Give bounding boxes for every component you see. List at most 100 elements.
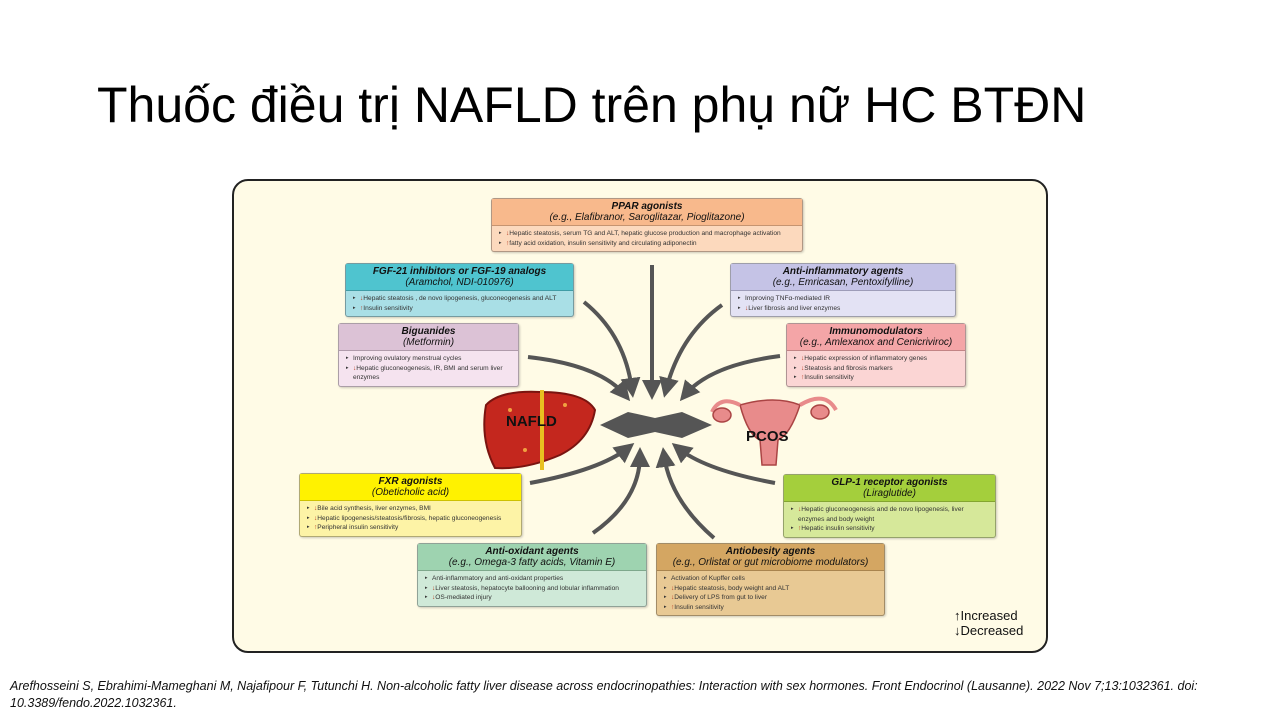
box-subtitle: (e.g., Emricasan, Pentoxifylline)	[772, 277, 914, 288]
box-subtitle: (Liraglutide)	[863, 488, 916, 499]
box-subtitle: (Metformin)	[402, 337, 455, 348]
box-subtitle: (Aramchol, NDI-010976)	[405, 277, 514, 288]
item-text: Bile acid synthesis, liver enzymes, BMI	[317, 505, 431, 512]
item-text: Improving TNFα-mediated IR	[745, 295, 831, 302]
item-text: Hepatic insulin sensitivity	[801, 525, 875, 532]
effect-mark: ↓	[801, 355, 805, 362]
list-item: Improving TNFα-mediated IR	[738, 294, 949, 304]
effect-mark: ↓	[671, 594, 675, 601]
effect-mark: ↑	[314, 524, 318, 531]
box-subtitle: (e.g., Orlistat or gut microbiome modula…	[672, 557, 869, 568]
legend-increased: ↑Increased	[954, 608, 1018, 623]
legend-decreased: ↓Decreased	[954, 623, 1024, 638]
effect-mark: ↓	[506, 230, 510, 237]
box-title: Immunomodulators	[829, 326, 923, 337]
box-header: Anti-inflammatory agents(e.g., Emricasan…	[731, 264, 955, 291]
box-header: Immunomodulators(e.g., Amlexanox and Cen…	[787, 324, 965, 351]
item-text: Hepatic steatosis , de novo lipogenesis,…	[363, 295, 557, 302]
list-item: Anti-inflammatory and anti-oxidant prope…	[425, 574, 640, 584]
box-list: ↓Hepatic gluconeogenesis and de novo lip…	[784, 502, 995, 537]
item-text: Anti-inflammatory and anti-oxidant prope…	[432, 575, 564, 582]
arrow-fgf	[582, 300, 641, 398]
box-fxr: FXR agonists(Obeticholic acid)↓Bile acid…	[299, 473, 522, 537]
item-text: OS-mediated injury	[435, 594, 492, 601]
list-item: ↓OS-mediated injury	[425, 593, 640, 603]
effect-mark: ↓	[314, 514, 318, 522]
item-text: Hepatic lipogenesis/steatosis/fibrosis, …	[317, 514, 502, 522]
list-item: Improving ovulatory menstrual cycles	[346, 354, 512, 364]
list-item: ↓Liver fibrosis and liver enzymes	[738, 304, 949, 314]
box-subtitle: (e.g., Elafibranor, Saroglitazar, Piogli…	[549, 212, 745, 223]
box-antioxidant: Anti-oxidant agents(e.g., Omega-3 fatty …	[417, 543, 647, 607]
arrow-antiox	[591, 447, 650, 535]
citation: Arefhosseini S, Ebrahimi-Mameghani M, Na…	[10, 679, 1198, 710]
box-header: GLP-1 receptor agonists(Liraglutide)	[784, 475, 995, 502]
box-immunomodulators: Immunomodulators(e.g., Amlexanox and Cen…	[786, 323, 966, 387]
list-item: ↑Insulin sensitivity	[353, 304, 567, 314]
box-title: GLP-1 receptor agonists	[831, 477, 948, 488]
list-item: ↓Hepatic expression of inflammatory gene…	[794, 354, 959, 364]
effect-mark: ↑	[798, 525, 802, 532]
box-header: FXR agonists(Obeticholic acid)	[300, 474, 521, 501]
box-list: ↓Hepatic steatosis, serum TG and ALT, he…	[492, 226, 802, 251]
effect-mark: ↓	[745, 304, 749, 312]
box-list: Anti-inflammatory and anti-oxidant prope…	[418, 571, 646, 606]
effect-mark: ↓	[798, 506, 802, 513]
nafld-label: NAFLD	[506, 413, 557, 430]
arrow-biguanides	[527, 355, 631, 402]
effect-mark: ↑	[671, 603, 675, 611]
box-subtitle: (Obeticholic acid)	[371, 487, 450, 498]
effect-mark: ↓	[432, 584, 436, 592]
box-header: FGF-21 inhibitors or FGF-19 analogs(Aram…	[346, 264, 573, 291]
box-header: Anti-oxidant agents(e.g., Omega-3 fatty …	[418, 544, 646, 571]
box-list: ↓Hepatic steatosis , de novo lipogenesis…	[346, 291, 573, 316]
effect-mark: ↑	[506, 239, 510, 247]
item-text: Improving ovulatory menstrual cycles	[353, 355, 462, 362]
box-subtitle: (e.g., Omega-3 fatty acids, Vitamin E)	[448, 557, 616, 568]
effect-mark: ↓	[801, 364, 805, 372]
arrow-antiobesity	[655, 447, 716, 540]
box-fgf: FGF-21 inhibitors or FGF-19 analogs(Aram…	[345, 263, 574, 317]
box-list: ↓Bile acid synthesis, liver enzymes, BMI…	[300, 501, 521, 536]
list-item: ↓Hepatic steatosis , de novo lipogenesis…	[353, 294, 567, 304]
liver-icon	[483, 390, 597, 470]
effect-mark: ↑	[801, 374, 805, 381]
slide-title: Thuốc điều trị NAFLD trên phụ nữ HC BTĐN	[97, 77, 1087, 133]
effect-mark: ↓	[432, 594, 436, 601]
list-item: ↓Bile acid synthesis, liver enzymes, BMI	[307, 504, 515, 514]
list-item: ↑fatty acid oxidation, insulin sensitivi…	[499, 239, 796, 249]
list-item: ↓Delivery of LPS from gut to liver	[664, 593, 878, 603]
box-antiobesity: Antiobesity agents(e.g., Orlistat or gut…	[656, 543, 885, 616]
item-text: Insulin sensitivity	[804, 374, 854, 381]
arrow-antiinflam	[659, 303, 724, 398]
box-subtitle: (e.g., Amlexanox and Cenicriviroc)	[799, 337, 953, 348]
box-biguanides: Biguanides(Metformin)Improving ovulatory…	[338, 323, 519, 387]
arrow-fxr	[529, 443, 635, 485]
box-title: FXR agonists	[378, 476, 443, 487]
effect-mark: ↓	[353, 364, 357, 372]
item-text: Delivery of LPS from gut to liver	[674, 594, 768, 601]
list-item: ↑Insulin sensitivity	[794, 373, 959, 383]
effect-mark: ↓	[314, 505, 318, 512]
box-title: Anti-inflammatory agents	[782, 266, 904, 277]
list-item: ↓Liver steatosis, hepatocyte ballooning …	[425, 584, 640, 594]
list-item: ↓Hepatic steatosis, body weight and ALT	[664, 584, 878, 594]
double-arrow	[600, 412, 712, 438]
list-item: ↑Insulin sensitivity	[664, 603, 878, 613]
item-text: Insulin sensitivity	[363, 304, 413, 312]
item-text: Liver steatosis, hepatocyte ballooning a…	[435, 584, 619, 592]
box-antiinflammatory: Anti-inflammatory agents(e.g., Emricasan…	[730, 263, 956, 317]
item-text: Hepatic steatosis, body weight and ALT	[674, 584, 790, 592]
uterus-icon	[710, 396, 838, 466]
box-title: PPAR agonists	[611, 201, 683, 212]
arrow-glp1	[671, 442, 776, 485]
box-list: ↓Hepatic expression of inflammatory gene…	[787, 351, 965, 386]
list-item: ↓Hepatic gluconeogenesis and de novo lip…	[791, 505, 989, 524]
list-item: ↓Steatosis and fibrosis markers	[794, 364, 959, 374]
item-text: Hepatic gluconeogenesis, IR, BMI and ser…	[353, 364, 503, 382]
list-item: ↓Hepatic gluconeogenesis, IR, BMI and se…	[346, 364, 512, 383]
item-text: Peripheral insulin sensitivity	[317, 524, 399, 531]
item-text: Activation of Kupffer cells	[671, 575, 745, 582]
list-item: ↓Hepatic steatosis, serum TG and ALT, he…	[499, 229, 796, 239]
